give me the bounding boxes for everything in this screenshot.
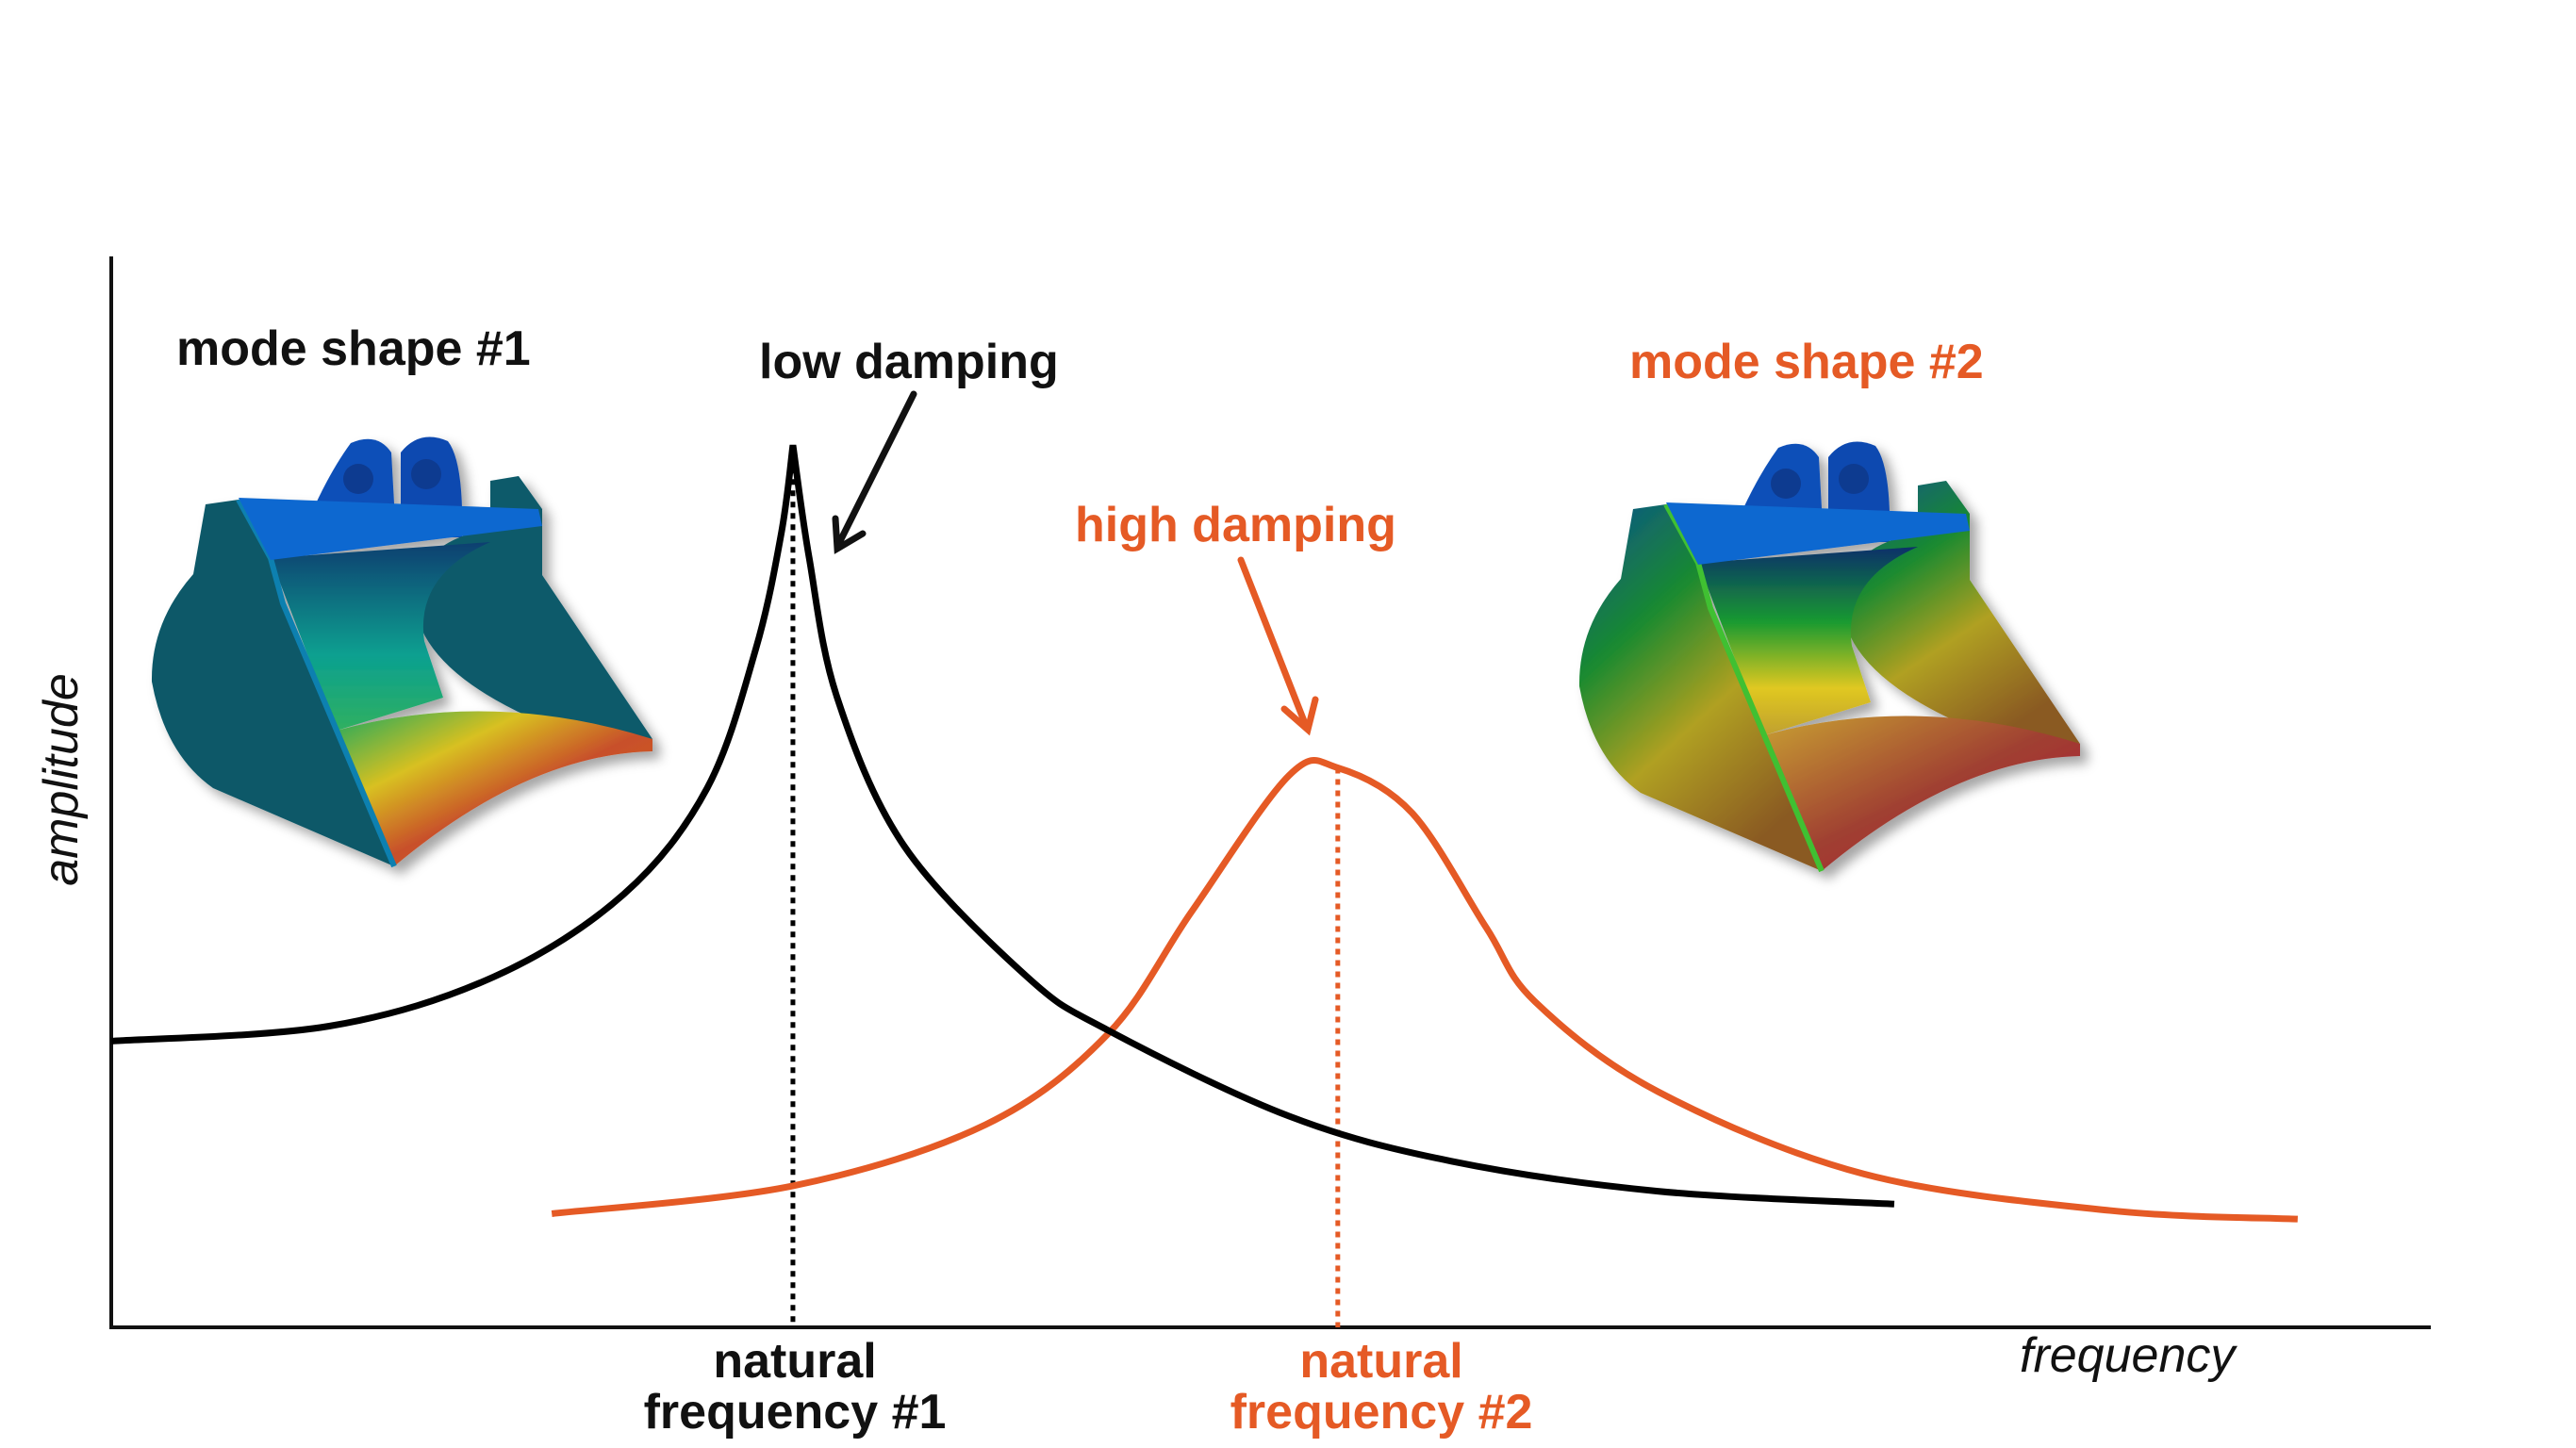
natural-frequency-2-line1: natural bbox=[1299, 1334, 1463, 1389]
high-damping-arrow bbox=[1237, 556, 1319, 736]
bucket-right-plate bbox=[414, 476, 652, 739]
high-damping-label: high damping bbox=[1075, 498, 1396, 552]
natural-frequency-1-line2: frequency #1 bbox=[643, 1385, 947, 1440]
mode-shape-1-label: mode shape #1 bbox=[176, 321, 531, 376]
low-damping-label: low damping bbox=[759, 335, 1059, 389]
mode-shape-1-bucket-image bbox=[151, 436, 652, 868]
low-damping-curve bbox=[110, 444, 1895, 1208]
bucket-top-bar bbox=[239, 498, 542, 560]
natural-frequency-2-line2: frequency #2 bbox=[1230, 1385, 1533, 1440]
bucket-left-plate bbox=[151, 500, 394, 866]
high-damping-curve bbox=[551, 756, 2298, 1223]
mode-shape-2-bucket-image bbox=[1578, 441, 2080, 873]
natural-frequency-1-line1: natural bbox=[713, 1334, 877, 1389]
natural-frequency-1-label: natural frequency #1 bbox=[644, 1337, 947, 1437]
natural-frequency-2-label: natural frequency #2 bbox=[1230, 1337, 1533, 1437]
mode-shape-2-label: mode shape #2 bbox=[1629, 335, 1984, 389]
bucket-back-wall bbox=[271, 542, 490, 731]
low-damping-arrow bbox=[832, 390, 917, 554]
y-axis-label: amplitude bbox=[34, 673, 89, 886]
x-axis-label: frequency bbox=[2020, 1328, 2236, 1383]
bucket-floor bbox=[337, 711, 652, 866]
